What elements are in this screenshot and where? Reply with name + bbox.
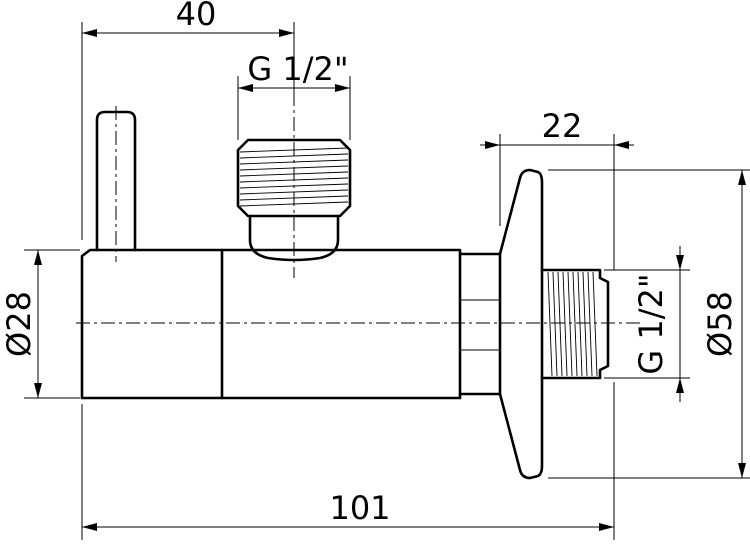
dimension-label-101: 101 xyxy=(329,489,390,527)
valve-part xyxy=(80,110,610,480)
center-lines xyxy=(76,92,640,324)
dimension-flange-depth: 22 xyxy=(480,107,634,149)
extension-lines xyxy=(24,22,750,540)
top-thread-nut xyxy=(236,138,352,218)
dimension-label-top-thread: G 1/2" xyxy=(247,50,348,88)
side-thread-connector xyxy=(540,268,610,380)
dimension-top-thread: G 1/2" xyxy=(238,50,350,92)
dimension-label-diameter-58: Ø58 xyxy=(701,291,739,357)
collar xyxy=(458,252,502,396)
dimension-flange-diameter: Ø58 xyxy=(701,170,746,478)
dimension-label-22: 22 xyxy=(542,107,583,145)
dimension-label-side-thread: G 1/2" xyxy=(632,273,670,374)
dimension-label-diameter-28: Ø28 xyxy=(0,291,38,357)
dimension-handle-offset: 40 xyxy=(82,0,294,37)
dimension-side-thread: G 1/2" xyxy=(632,246,684,402)
valve-body xyxy=(80,248,462,400)
dimension-overall-length: 101 xyxy=(82,489,614,531)
side-thread-lines xyxy=(547,271,598,377)
dimension-label-40: 40 xyxy=(176,0,217,33)
wall-flange xyxy=(498,168,544,480)
dimension-body-diameter: Ø28 xyxy=(0,250,42,398)
